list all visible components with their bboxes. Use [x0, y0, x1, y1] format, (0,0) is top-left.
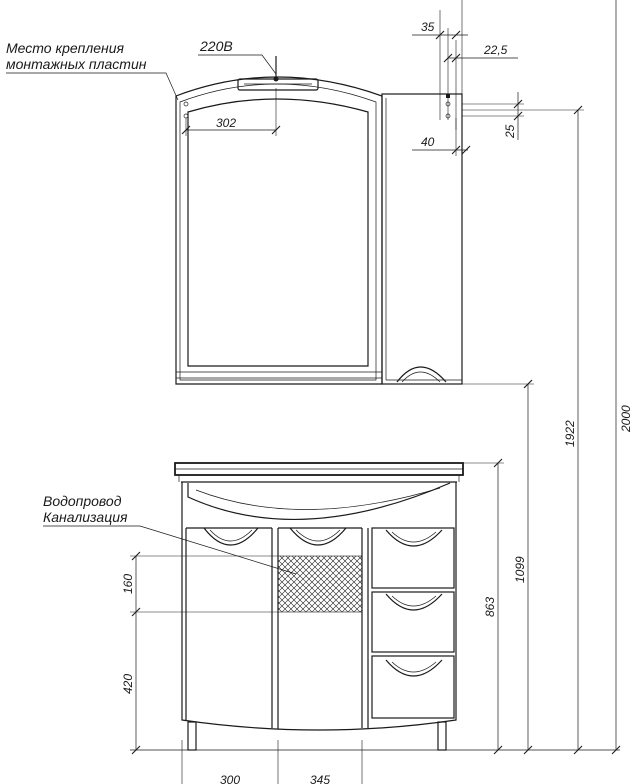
dim-bottom-right: 345 [310, 773, 330, 784]
dim-40: 40 [421, 135, 435, 149]
water-supply-label: Водопровод [43, 493, 122, 509]
dim-863: 863 [483, 597, 497, 617]
power-label: 220В [199, 38, 233, 54]
dim-1099: 1099 [513, 556, 527, 583]
dim-302: 302 [216, 116, 236, 130]
mounting-label-line2: монтажных пластин [6, 56, 147, 72]
dim-420: 420 [121, 674, 135, 694]
dim-1922: 1922 [563, 420, 577, 447]
dim-160: 160 [121, 574, 135, 594]
dim-22-5: 22,5 [483, 43, 508, 57]
dimension-lines [130, 0, 620, 784]
mounting-label-line1: Место крепления [6, 40, 125, 56]
vanity-cabinet [174, 462, 464, 751]
dim-bottom-left: 300 [220, 773, 240, 784]
dim-35: 35 [421, 20, 435, 34]
sewer-label: Канализация [43, 509, 128, 525]
dim-2000: 2000 [619, 405, 633, 433]
dim-25: 25 [503, 124, 517, 139]
dimension-ticks [131, 30, 621, 755]
mirror-cabinet [175, 56, 463, 385]
